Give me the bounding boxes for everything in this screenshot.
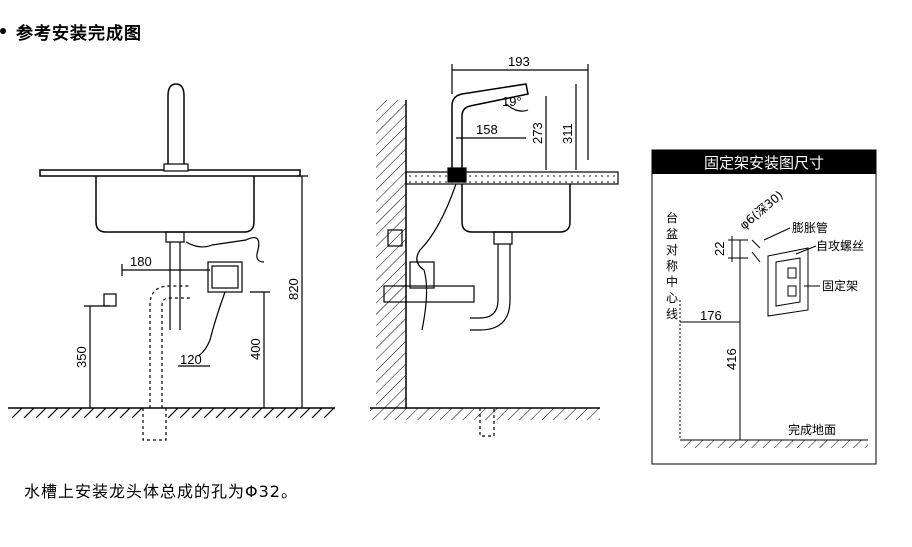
front-dim-350: 350 [74, 346, 89, 368]
section-heading: 参考安装完成图 [0, 18, 142, 44]
label-centerline-4: 称 [666, 259, 678, 273]
bullet-dot-icon [0, 28, 6, 34]
side-dim-19deg: 19° [502, 94, 522, 109]
front-dim-820: 820 [286, 278, 301, 300]
side-dim-311: 311 [560, 123, 575, 144]
front-dim-180: 180 [130, 254, 152, 269]
label-centerline-1: 台 [666, 210, 678, 225]
page-title: 参考安装完成图 [16, 23, 142, 44]
caption-text: 水槽上安装龙头体总成的孔为Φ32。 [24, 482, 298, 501]
bracket-panel [651, 149, 877, 465]
label-centerline-3: 对 [666, 243, 678, 257]
side-dim-193: 193 [508, 54, 530, 69]
bracket-dim-176: 176 [700, 308, 722, 323]
bracket-vertical-label: 台 盆 对 称 中 心 线 [666, 210, 678, 321]
side-view [370, 64, 619, 437]
label-centerline-7: 线 [666, 307, 678, 321]
bracket-dim-22: 22 [712, 242, 727, 256]
front-view [8, 83, 335, 441]
bracket-panel-header: 固定架安装图尺寸 [704, 154, 824, 172]
label-expansion-tube: 膨胀管 [792, 220, 828, 235]
side-dim-158: 158 [476, 122, 498, 137]
label-centerline-5: 中 [666, 274, 678, 289]
label-finished-floor: 完成地面 [788, 422, 836, 437]
front-dim-400: 400 [248, 338, 263, 360]
label-fixing-bracket: 固定架 [822, 278, 858, 293]
label-centerline-6: 心 [666, 291, 678, 305]
bracket-dim-416: 416 [724, 348, 739, 370]
label-centerline-2: 盆 [666, 227, 678, 241]
label-self-tapping-screw: 自攻螺丝 [816, 239, 864, 253]
front-floor-hatch [11, 407, 335, 419]
front-dim-120: 120 [180, 352, 202, 367]
side-dim-273: 273 [530, 122, 545, 144]
